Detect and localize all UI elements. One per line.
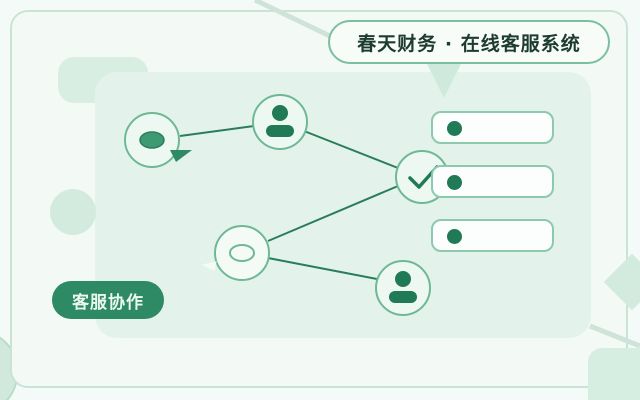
dot-icon bbox=[447, 121, 462, 136]
dot-icon bbox=[447, 229, 462, 244]
connector-line bbox=[267, 185, 399, 242]
title-banner: 春天财务 · 在线客服系统 bbox=[328, 20, 610, 64]
dot-icon bbox=[447, 175, 462, 190]
page-title: 春天财务 · 在线客服系统 bbox=[357, 32, 581, 55]
chat-bubble-node-outline[interactable] bbox=[201, 225, 270, 281]
agent-node-top[interactable] bbox=[252, 94, 308, 150]
connector-line bbox=[303, 130, 399, 169]
collaboration-tag[interactable]: 客服协作 bbox=[52, 281, 164, 319]
speech-bubble-icon bbox=[139, 131, 165, 149]
connector-line bbox=[267, 257, 378, 280]
decor-stroke-top bbox=[253, 0, 332, 39]
speech-bubble-outline-icon bbox=[229, 244, 255, 262]
connector-line bbox=[179, 125, 255, 137]
agent-node-bottom[interactable] bbox=[375, 260, 431, 316]
decor-square-bottom-right bbox=[588, 348, 640, 400]
chat-bubble-node[interactable] bbox=[124, 112, 192, 168]
list-item[interactable] bbox=[431, 165, 554, 198]
list-item[interactable] bbox=[431, 219, 554, 252]
decor-circle-left bbox=[50, 189, 96, 235]
user-icon bbox=[266, 105, 294, 137]
title-pointer bbox=[426, 62, 462, 98]
user-icon bbox=[389, 271, 417, 303]
decor-stroke-right bbox=[589, 323, 640, 349]
list-item[interactable] bbox=[431, 111, 554, 144]
tag-label: 客服协作 bbox=[72, 292, 144, 313]
